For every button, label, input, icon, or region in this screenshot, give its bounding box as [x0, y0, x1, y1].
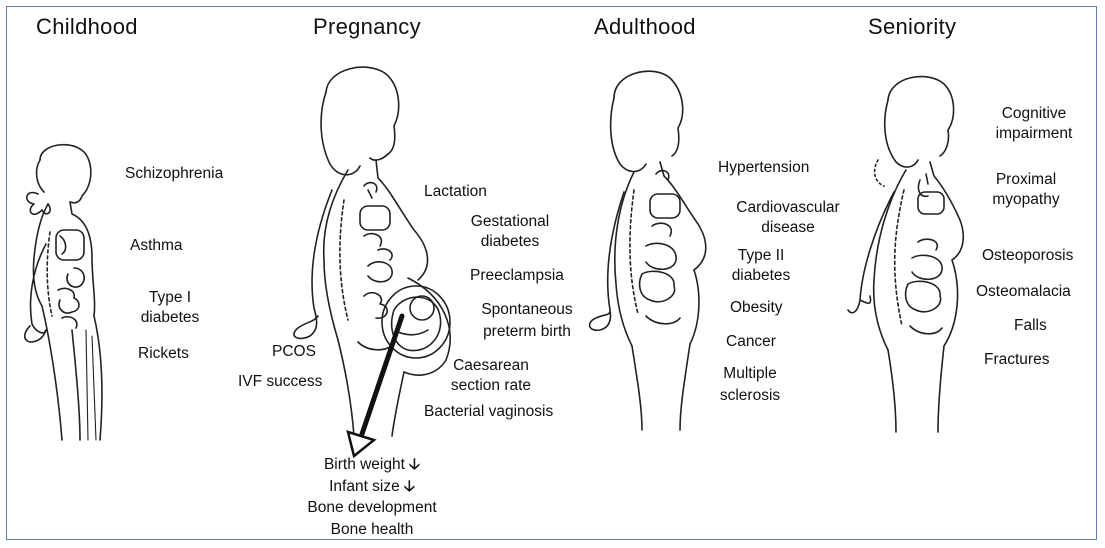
condition-section-rate: section rate	[436, 376, 546, 396]
child-figure-illustration	[10, 140, 140, 465]
condition-cognitive: Cognitive	[978, 104, 1090, 124]
condition-pcos: PCOS	[272, 342, 316, 362]
condition-multiple: Multiple	[700, 364, 800, 384]
fetus-to-outcomes-arrow	[340, 300, 420, 460]
condition-multiple-sclerosis: sclerosis	[700, 386, 800, 406]
condition-proximal: Proximal	[976, 170, 1076, 190]
decrease-arrow-icon: 🡣	[404, 476, 415, 498]
condition-osteoporosis: Osteoporosis	[982, 246, 1073, 266]
condition-falls: Falls	[1014, 316, 1047, 336]
outcome-birth-weight: Birth weight🡣	[272, 454, 472, 476]
condition-gestational: Gestational	[450, 212, 570, 232]
condition-type-i: Type I	[130, 288, 210, 308]
condition-ivf-success: IVF success	[238, 372, 322, 392]
condition-proximal-myopathy: myopathy	[976, 190, 1076, 210]
condition-type-ii-diabetes: diabetes	[706, 266, 816, 286]
senior-woman-illustration	[848, 70, 988, 439]
stage-title-adulthood: Adulthood	[594, 14, 696, 40]
decrease-arrow-icon: 🡣	[409, 454, 420, 476]
outcome-bone-health: Bone health	[272, 519, 472, 541]
condition-osteomalacia: Osteomalacia	[976, 282, 1071, 302]
condition-preterm-birth: preterm birth	[462, 322, 592, 342]
infant-outcomes: Birth weight🡣 Infant size🡣 Bone developm…	[272, 454, 472, 540]
outcome-infant-size: Infant size🡣	[272, 476, 472, 498]
condition-preeclampsia: Preeclampsia	[470, 266, 564, 286]
condition-caesarean: Caesarean	[436, 356, 546, 376]
condition-spontaneous: Spontaneous	[462, 300, 592, 320]
condition-cardiovascular: Cardiovascular	[718, 198, 858, 218]
condition-cancer: Cancer	[726, 332, 776, 352]
condition-cognitive-impairment: impairment	[978, 124, 1090, 144]
condition-hypertension: Hypertension	[718, 158, 809, 178]
condition-fractures: Fractures	[984, 350, 1049, 370]
outcome-bone-development: Bone development	[272, 497, 472, 519]
condition-obesity: Obesity	[730, 298, 783, 318]
condition-lactation: Lactation	[424, 182, 487, 202]
stage-title-pregnancy: Pregnancy	[313, 14, 421, 40]
stage-title-seniority: Seniority	[868, 14, 956, 40]
condition-gestational-diabetes: diabetes	[450, 232, 570, 252]
condition-rickets: Rickets	[138, 344, 189, 364]
condition-schizophrenia: Schizophrenia	[125, 164, 223, 184]
stage-title-childhood: Childhood	[36, 14, 138, 40]
condition-asthma: Asthma	[130, 236, 183, 256]
condition-bacterial-vaginosis: Bacterial vaginosis	[424, 402, 553, 422]
condition-cardiovascular-disease: disease	[718, 218, 858, 238]
condition-type-ii: Type II	[706, 246, 816, 266]
condition-type-i-diabetes: diabetes	[130, 308, 210, 328]
